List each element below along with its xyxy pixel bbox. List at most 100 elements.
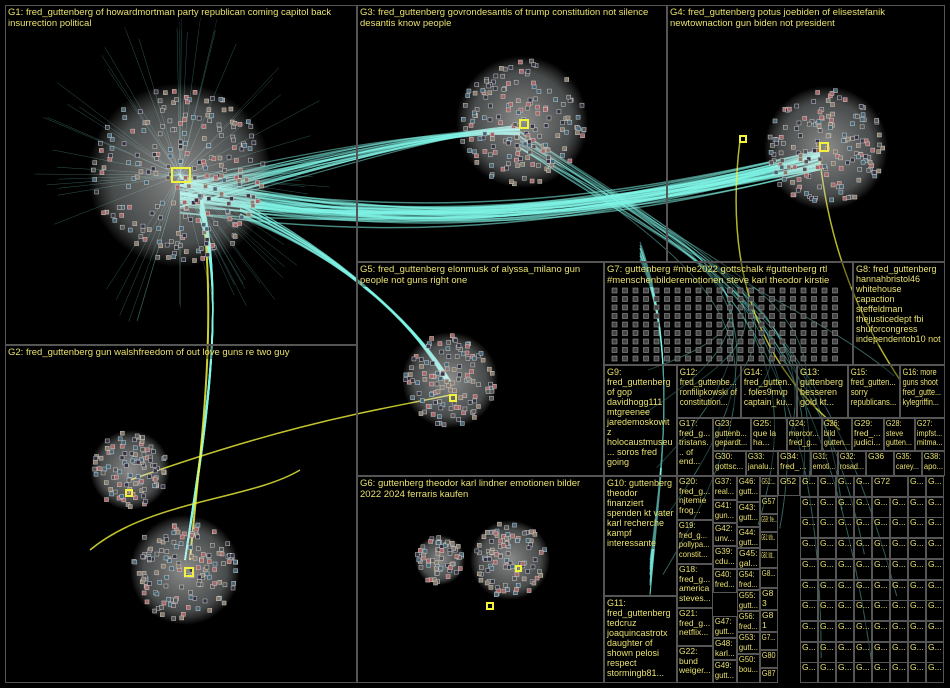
node [104, 438, 110, 444]
node [521, 175, 527, 181]
node [203, 165, 208, 171]
node [221, 600, 227, 606]
node [188, 590, 193, 595]
node [148, 546, 153, 552]
highlighted-node [739, 135, 747, 143]
node [161, 600, 167, 606]
node [133, 495, 138, 500]
group-small-cell: G... [800, 476, 818, 497]
node [457, 364, 462, 369]
group-label: G26: bild gutten... [823, 418, 851, 448]
node [136, 571, 142, 576]
node [160, 484, 166, 490]
node [446, 340, 451, 345]
node [786, 164, 792, 170]
group-label: G31: emoti... [812, 451, 837, 471]
node [448, 565, 453, 570]
node [468, 123, 474, 128]
node [128, 472, 133, 478]
node [418, 565, 424, 570]
node [142, 237, 148, 242]
node [489, 565, 495, 571]
node [498, 120, 503, 126]
group-label: G29: fred_... judici... [853, 418, 883, 448]
node [506, 81, 511, 86]
node [167, 558, 172, 564]
node [219, 173, 224, 179]
node [716, 296, 723, 302]
node [737, 338, 744, 345]
node [515, 582, 521, 588]
node [218, 162, 224, 168]
node [163, 583, 169, 589]
node [113, 467, 118, 473]
node [474, 82, 480, 88]
node [489, 174, 494, 179]
node [817, 156, 823, 162]
node [622, 330, 628, 336]
node [179, 226, 184, 231]
node [685, 296, 691, 302]
node [120, 430, 125, 436]
node [246, 212, 252, 217]
node [199, 558, 204, 563]
node [795, 150, 801, 156]
node [611, 296, 618, 302]
node [535, 110, 541, 116]
node [532, 127, 538, 132]
highlighted-node [486, 602, 494, 610]
node [97, 466, 102, 471]
node [147, 581, 152, 586]
node [239, 214, 245, 220]
group-label: G... [801, 476, 817, 487]
group-label: G32: rosad... [839, 451, 865, 471]
node [165, 175, 171, 181]
edge [639, 247, 665, 594]
node [737, 313, 744, 319]
node [527, 97, 533, 103]
node [144, 599, 150, 605]
node [767, 134, 773, 140]
node [622, 287, 628, 294]
node [155, 255, 161, 260]
node [161, 469, 166, 475]
group-label: G... [819, 496, 835, 508]
node [255, 199, 260, 204]
node [874, 118, 879, 123]
node [538, 550, 544, 555]
node [653, 304, 660, 311]
node [135, 474, 141, 479]
node [802, 116, 807, 121]
group-g25: G25: que la ha... [751, 418, 787, 451]
node [422, 371, 427, 376]
group-g24: G24: marcor... fred_g... [787, 418, 822, 451]
node [622, 313, 628, 319]
node [108, 153, 114, 158]
node [437, 414, 442, 419]
node [462, 406, 468, 412]
node [429, 373, 434, 379]
node [98, 141, 103, 146]
group-label: G21: fred_g... netflix... [678, 608, 712, 638]
edge [179, 167, 821, 219]
group-g6: G6: guttenberg theodor karl lindner emot… [357, 476, 604, 683]
node [555, 133, 561, 138]
node [481, 534, 487, 540]
group-small-cell: G... [908, 620, 926, 642]
node [135, 459, 141, 465]
edge [639, 259, 665, 585]
node [143, 499, 148, 504]
node [783, 170, 788, 175]
node [562, 146, 567, 151]
node [777, 182, 783, 187]
node [817, 109, 823, 115]
node [454, 354, 460, 359]
node [832, 304, 838, 311]
node [119, 213, 124, 218]
node [546, 155, 551, 160]
node [489, 538, 494, 544]
group-label: G38: apo... [923, 451, 944, 471]
node [219, 547, 224, 552]
node [535, 104, 540, 110]
node [178, 139, 183, 145]
